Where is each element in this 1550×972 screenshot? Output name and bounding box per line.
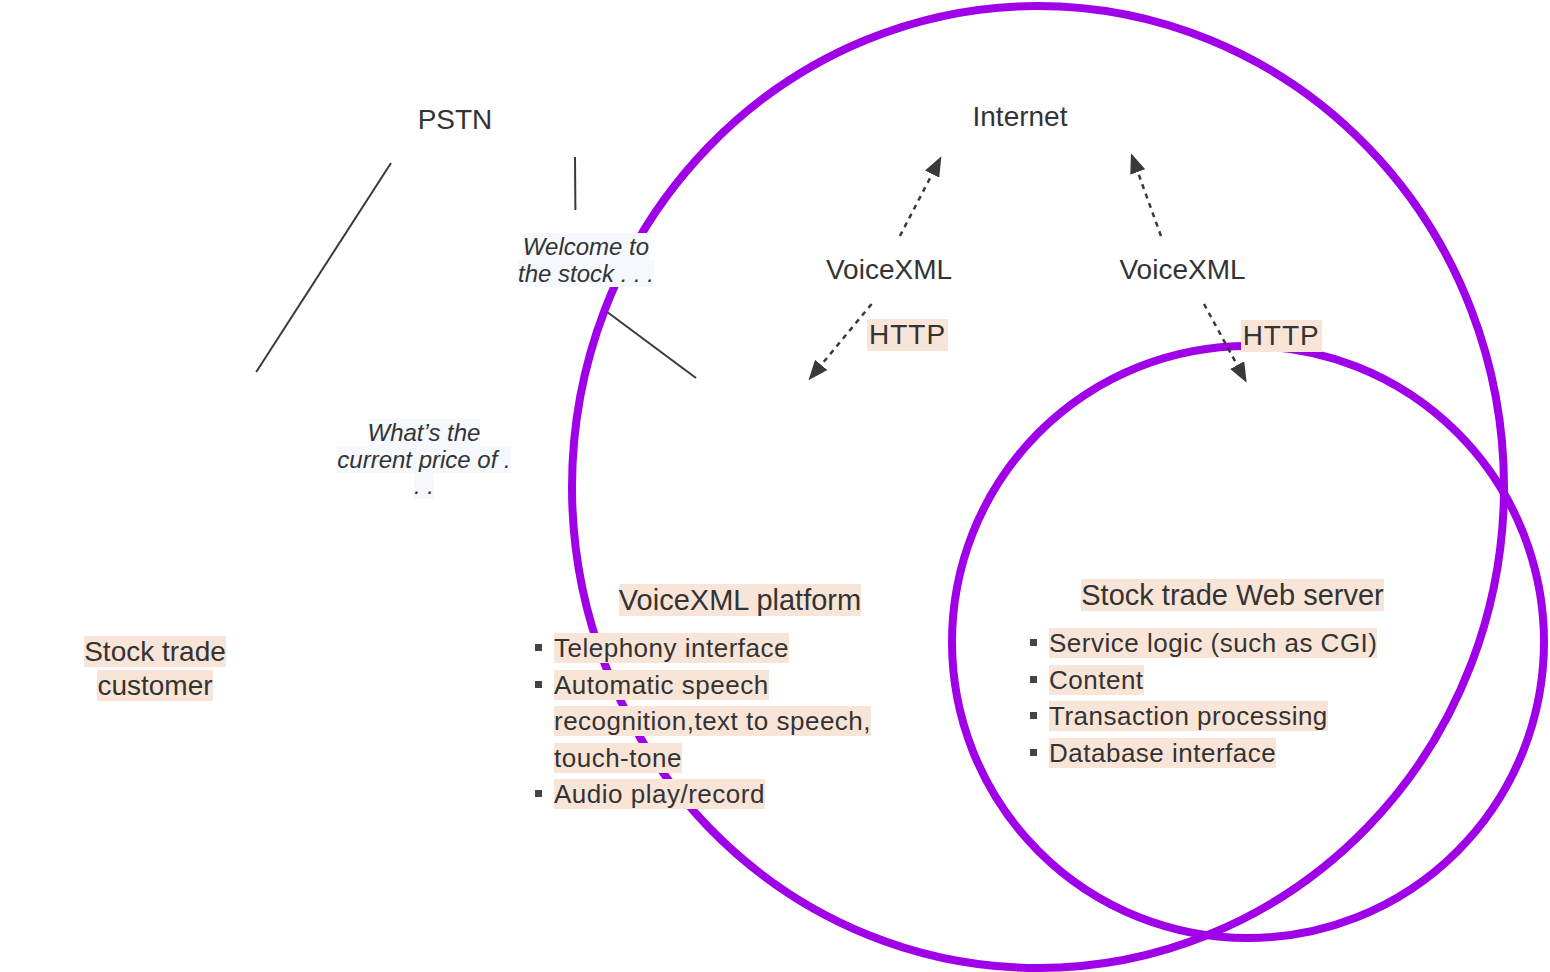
- bullet-marker: [535, 790, 542, 797]
- speech-bubble: Welcome to the stock . . .: [480, 210, 692, 312]
- node-title: Stock trade customer: [84, 636, 226, 701]
- cloud-label: Internet: [973, 101, 1068, 132]
- text-wrap: Welcome to the stock . . .: [511, 234, 661, 288]
- bullet-text: Telephony interface: [554, 633, 789, 663]
- cloud-label: PSTN: [418, 104, 493, 135]
- bullet-marker: [1030, 676, 1037, 683]
- bullet-text: Service logic (such as CGI): [1049, 628, 1377, 658]
- connector: [256, 163, 391, 372]
- title-wrap: VoiceXML platform: [520, 583, 960, 618]
- bullet-text: Transaction processing: [1049, 701, 1328, 731]
- document-box: VoiceXML: [780, 236, 998, 304]
- bullet-wrap: Transaction processing: [1049, 698, 1328, 734]
- bullet-row: Database interface: [1030, 735, 1445, 771]
- thought-dot: [231, 534, 245, 548]
- bullet-wrap: Content: [1049, 662, 1144, 698]
- bubble-outline: [290, 402, 558, 518]
- cloud-puff: [825, 87, 1215, 161]
- bullet-row: Transaction processing: [1030, 698, 1445, 734]
- text-wrap: Internet: [973, 101, 1068, 133]
- bullet-marker: [535, 644, 542, 651]
- platform-node: VoiceXML platformTelephony interfaceAuto…: [520, 378, 960, 812]
- bullet-row: Audio play/record: [535, 776, 960, 812]
- node-title: Stock trade Web server: [1081, 579, 1383, 611]
- connector: [810, 304, 871, 378]
- platform-server: [648, 380, 850, 574]
- connector: [1204, 304, 1245, 380]
- bullet-row: Automatic speech recognition,text to spe…: [535, 667, 960, 776]
- title-wrap: Stock trade customer: [40, 635, 270, 703]
- bullet-text: Audio play/record: [554, 779, 765, 809]
- cloud-puff: [260, 91, 650, 163]
- bullet-marker: [535, 681, 542, 688]
- highlight-circle: [952, 346, 1544, 938]
- edge-label: HTTP: [867, 319, 948, 351]
- server-node: Stock trade Web serverService logic (suc…: [1020, 380, 1445, 771]
- customer-label: Stock trade customer: [40, 372, 270, 715]
- bullet-wrap: Service logic (such as CGI): [1049, 625, 1377, 661]
- bullet-wrap: Database interface: [1049, 735, 1276, 771]
- connector: [574, 157, 576, 210]
- edge-label: HTTP: [1241, 320, 1322, 352]
- bullet-wrap: Automatic speech recognition,text to spe…: [554, 667, 924, 776]
- bullet-row: Telephony interface: [535, 630, 960, 666]
- bullet-marker: [1030, 639, 1037, 646]
- bullet-text: Automatic speech recognition,text to spe…: [554, 670, 871, 773]
- box-label: VoiceXML: [1119, 254, 1245, 285]
- bullet-wrap: Audio play/record: [554, 776, 765, 812]
- bullet-marker: [1030, 712, 1037, 719]
- thought-bubble: What’s the current price of . . .: [288, 400, 560, 520]
- bullet-text: Content: [1049, 665, 1144, 695]
- box-label: VoiceXML: [826, 254, 952, 285]
- bullet-marker: [1030, 749, 1037, 756]
- connector: [900, 159, 940, 236]
- document-box: VoiceXML: [1075, 236, 1290, 304]
- text-wrap: What’s the current price of . . .: [337, 420, 512, 501]
- bubble-text: Welcome to the stock . . .: [518, 233, 654, 287]
- bullet-row: Service logic (such as CGI): [1030, 625, 1445, 661]
- node-title: VoiceXML platform: [619, 584, 861, 616]
- bubble-outline: [482, 212, 690, 310]
- text-wrap: VoiceXML: [826, 254, 952, 286]
- title-wrap: Stock trade Web server: [1020, 578, 1445, 613]
- network-cloud: PSTN: [255, 72, 655, 167]
- text-wrap: VoiceXML: [1119, 254, 1245, 286]
- cloud-puff: [825, 99, 955, 153]
- cloud-puff: [475, 86, 635, 143]
- connector: [607, 312, 696, 378]
- separator-line: [15, 921, 1475, 924]
- network-cloud: Internet: [820, 68, 1220, 165]
- cloud-puff: [260, 102, 390, 155]
- bullet-wrap: Telephony interface: [554, 630, 789, 666]
- bubble-text: What’s the current price of . . .: [337, 419, 510, 500]
- highlight-circle: [572, 6, 1504, 968]
- background-panel: [15, 15, 1475, 905]
- text-wrap: PSTN: [418, 104, 493, 136]
- connector: [1132, 156, 1161, 236]
- bullet-text: Database interface: [1049, 738, 1276, 768]
- web-server: [1182, 380, 1306, 574]
- mobile-phone: [94, 306, 322, 611]
- bullet-row: Content: [1030, 662, 1445, 698]
- thought-dot: [261, 517, 283, 539]
